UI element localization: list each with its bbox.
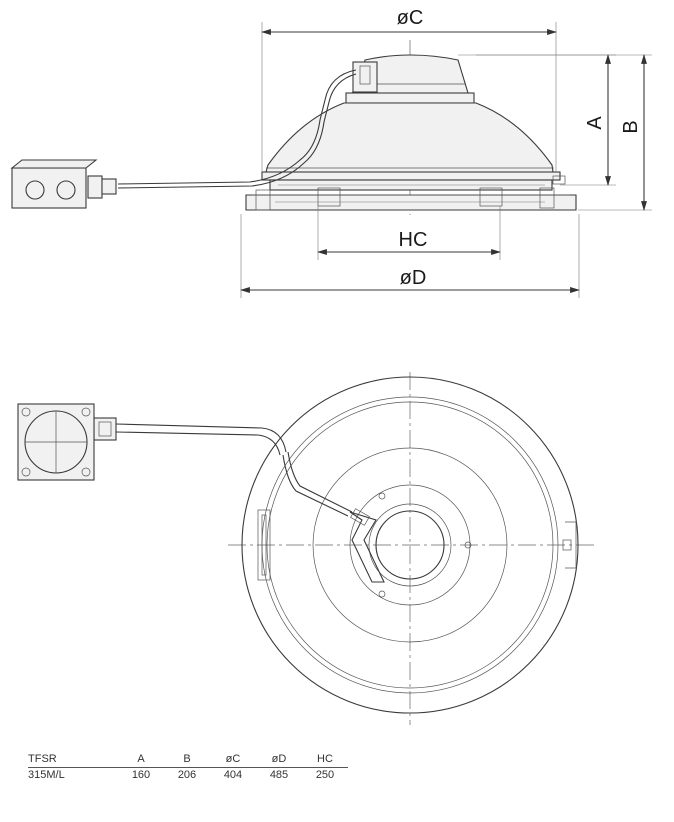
table-cell: 206: [177, 769, 197, 781]
table-cell: 160: [131, 769, 151, 781]
dim-c-label: øC: [397, 7, 424, 29]
top-view: [17, 372, 598, 725]
table-cell: 250: [315, 769, 335, 781]
header-cell: øD: [256, 752, 302, 768]
spec-table-header: TFSR A B øC øD HC: [28, 752, 348, 768]
table-cell: 315M/L: [28, 769, 65, 781]
header-cell: øC: [210, 752, 256, 768]
header-cell: B: [164, 752, 210, 768]
side-view: øC A B HC øD: [10, 7, 652, 298]
dim-hc-label: HC: [399, 229, 428, 251]
header-cell: HC: [302, 752, 348, 768]
header-cell: TFSR: [28, 752, 118, 768]
dim-a-label: A: [584, 116, 606, 130]
dim-b-label: B: [620, 120, 642, 133]
table-cell: 485: [269, 769, 289, 781]
dim-d-label: øD: [400, 267, 427, 289]
header-cell: A: [118, 752, 164, 768]
table-cell: 404: [223, 769, 243, 781]
table-row: 315M/L 160 206 404 485 250: [28, 768, 348, 783]
spec-table: TFSR A B øC øD HC 315M/L 160 206 404 485…: [28, 752, 348, 782]
